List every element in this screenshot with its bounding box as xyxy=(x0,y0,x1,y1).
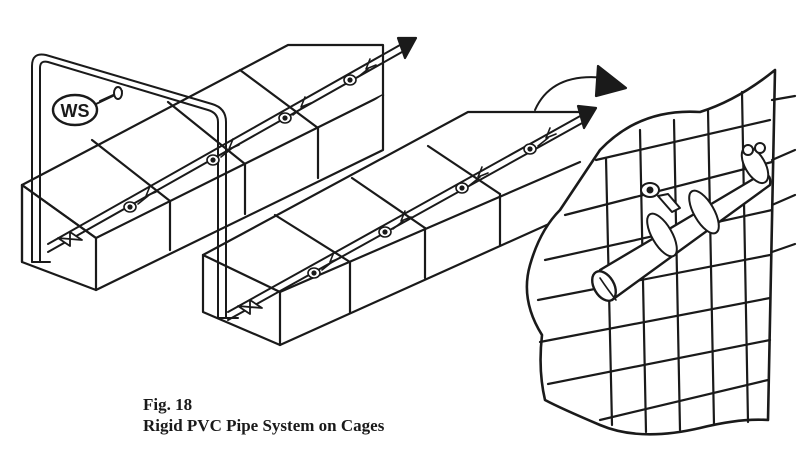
valve-icon xyxy=(237,299,263,315)
supply-pipe-loop xyxy=(31,53,239,319)
nozzle-icon xyxy=(640,182,681,213)
water-supply-text: WS xyxy=(61,101,90,121)
figure-number: Fig. 18 xyxy=(143,395,193,414)
figure-title: Rigid PVC Pipe System on Cages xyxy=(143,416,385,435)
nozzle-icon xyxy=(123,58,377,213)
detail-inset xyxy=(525,68,797,436)
valve-icon xyxy=(57,231,83,247)
flow-arrow-icon xyxy=(576,104,598,130)
flow-arrow-icon xyxy=(396,36,418,60)
curved-arrow-head xyxy=(594,64,628,98)
distribution-pipe-1 xyxy=(47,44,403,253)
distribution-pipe-2 xyxy=(227,114,585,321)
pipe-clamp-icon xyxy=(646,142,770,258)
water-supply-label xyxy=(51,93,99,127)
curved-arrow-icon xyxy=(534,76,606,111)
nozzle-icon xyxy=(307,127,557,279)
